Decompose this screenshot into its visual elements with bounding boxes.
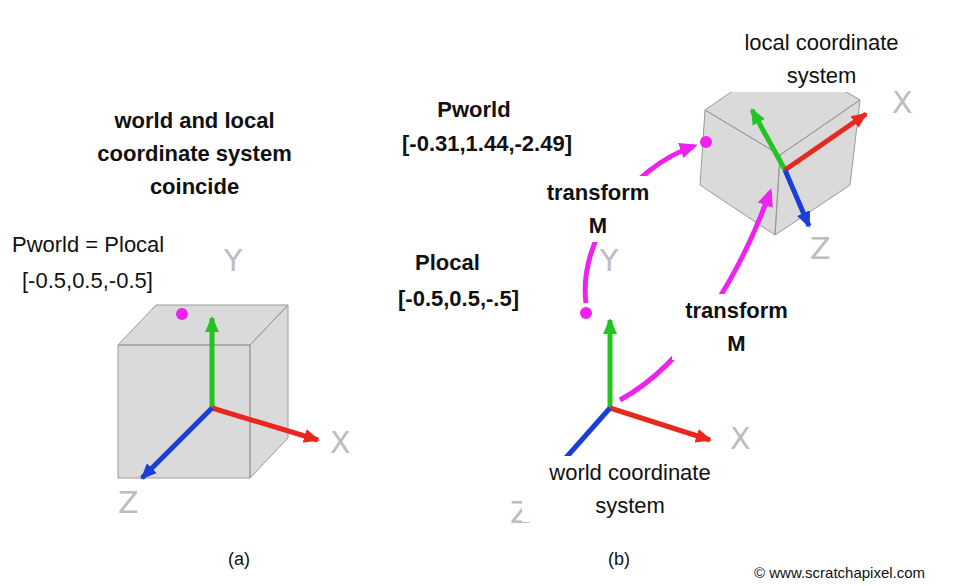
axis-letter: X <box>728 422 753 455</box>
coordinate-value: [-0.31,1.44,-2.49] <box>400 127 574 160</box>
system-label: world coordinate system <box>522 456 738 522</box>
point-dot <box>700 136 712 148</box>
point-label: Plocal <box>413 246 482 279</box>
transform-label: transform M <box>535 176 661 242</box>
point-label: Pworld = Plocal <box>10 228 166 261</box>
axis-letter: Y <box>222 244 244 277</box>
coordinate-value: [-0.5,0.5,-0.5] <box>20 264 155 297</box>
cube-face <box>700 110 780 235</box>
z-axis <box>142 408 212 478</box>
x-axis <box>610 408 710 440</box>
panel-letter: (a) <box>226 546 252 573</box>
cube-a <box>118 305 288 478</box>
y-axis <box>752 110 785 170</box>
point-dot <box>580 307 592 319</box>
axis-letter: Y <box>598 244 620 277</box>
cube-face <box>250 305 288 478</box>
y-axis <box>210 318 215 408</box>
system-label: local coordinate system <box>712 26 931 92</box>
axis-letter: X <box>890 86 915 119</box>
y-axis <box>608 320 613 408</box>
point-label: Pworld <box>430 93 518 126</box>
axes-a <box>142 318 318 478</box>
copyright-note: © www.scratchapixel.com <box>752 562 927 585</box>
x-axis <box>785 114 866 170</box>
axis-letter: Z <box>116 486 141 519</box>
axis-letter: Z <box>808 232 833 265</box>
axes-local <box>752 110 866 226</box>
z-axis <box>785 170 809 226</box>
point-dot <box>176 308 188 320</box>
panel-heading: world and local coordinate system coinci… <box>60 104 329 203</box>
panel-letter: (b) <box>606 546 632 573</box>
coordinate-value: [-0.5,0.5,-.5] <box>396 282 521 315</box>
transform-label: transform M <box>672 294 801 360</box>
x-axis <box>212 408 318 440</box>
axis-letter: X <box>328 426 353 459</box>
